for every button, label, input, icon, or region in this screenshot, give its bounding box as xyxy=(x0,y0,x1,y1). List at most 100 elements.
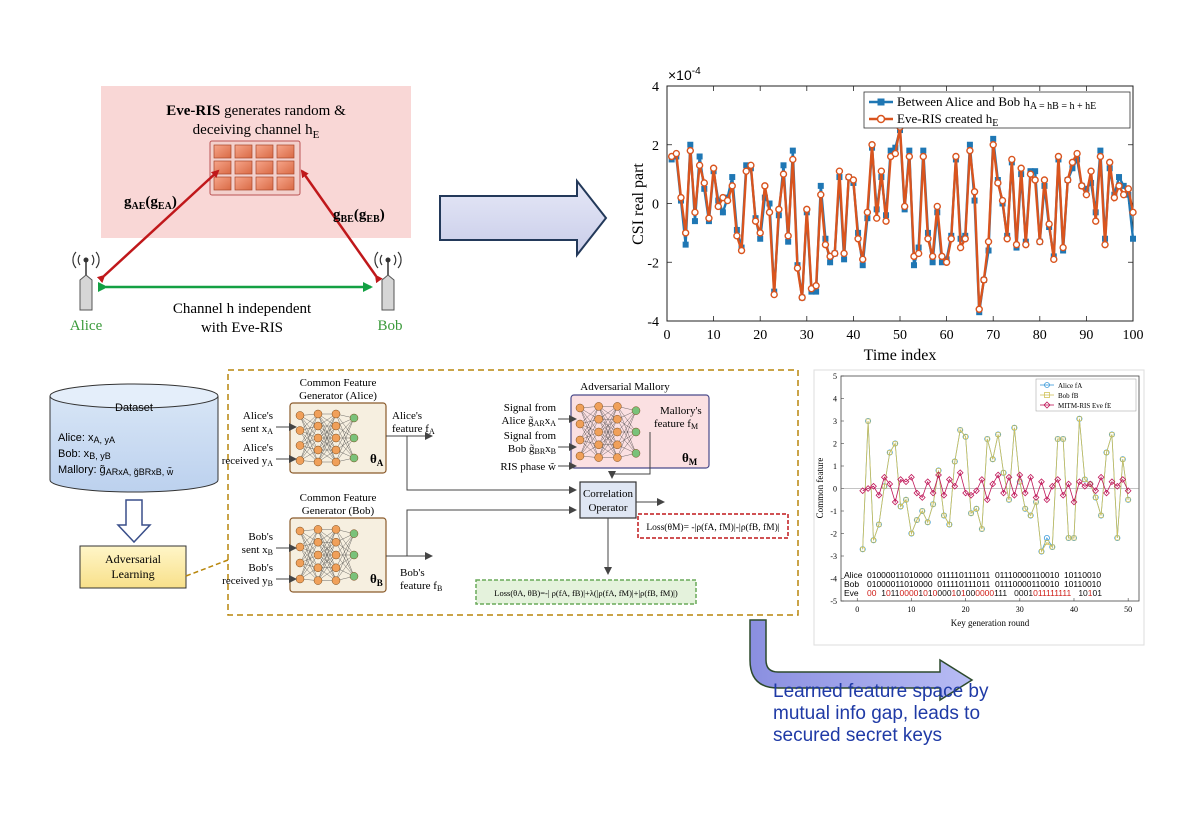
csi-y-axis-label: CSI real part xyxy=(630,163,647,245)
loss-mallory: Loss(θM)= -|ρ(fA, fM)|-|ρ(fB, fM)| xyxy=(646,522,779,533)
nn-node xyxy=(331,457,341,467)
ris-element xyxy=(255,160,274,175)
alice-eve-link xyxy=(96,169,220,284)
nn-node xyxy=(349,572,359,581)
key-point-eve xyxy=(913,489,921,497)
key-point-bob xyxy=(914,517,920,523)
key-point-bob xyxy=(903,497,909,503)
key-point-eve xyxy=(1097,473,1105,481)
csi-point-eve xyxy=(709,164,718,172)
key-point-eve xyxy=(902,478,910,486)
nn-node xyxy=(594,440,603,450)
key-legend: Alice fA Bob fB MITM-RIS Eve fE xyxy=(1035,378,1137,412)
key-point-eve xyxy=(1054,476,1062,483)
mallory-network-icon xyxy=(575,402,641,462)
nn-node xyxy=(349,550,359,560)
csi-point-eve xyxy=(723,196,732,205)
key-point-alice xyxy=(908,530,915,537)
key-y-tick: -1 xyxy=(830,507,837,516)
key-chart: Common feature Key generation round 5432… xyxy=(813,369,1145,646)
csi-legend: Between Alice and Bob hA = hB = h + hE E… xyxy=(863,91,1131,129)
key-point-eve xyxy=(1081,482,1089,490)
alice-sent-label: Alice's xyxy=(243,410,273,422)
csi-point-eve xyxy=(1115,182,1123,190)
key-point-alice xyxy=(989,456,996,463)
ris-element xyxy=(276,144,295,159)
csi-point-eve xyxy=(1119,190,1128,199)
csi-x-tick: 80 xyxy=(1033,328,1047,343)
nn-node xyxy=(313,433,323,443)
loss-mallory-box xyxy=(637,513,789,539)
bob-sent-label: Bob's xyxy=(248,531,273,543)
nn-node xyxy=(295,456,305,465)
key-y-tick: -4 xyxy=(830,575,837,584)
nn-node xyxy=(295,426,305,435)
key-point-bob xyxy=(892,441,898,446)
csi-legend-series-2: Eve-RIS created hE xyxy=(897,111,998,129)
nn-node xyxy=(295,558,305,568)
key-point-bob xyxy=(1060,436,1066,442)
key-bob-label: Bob xyxy=(844,579,859,589)
key-eve-label: Eve xyxy=(844,588,859,598)
csi-point-eve xyxy=(765,208,774,217)
dataset-alice: Alice: xA, yA xyxy=(58,432,115,445)
csi-x-tick: 90 xyxy=(1079,328,1093,343)
ris-element xyxy=(213,144,232,159)
adversarial-learning-label: Adversarial xyxy=(105,552,162,566)
csi-point-eve xyxy=(942,258,951,266)
csi-exponent-label: ×10-4 xyxy=(668,66,701,83)
key-point-eve xyxy=(918,494,926,501)
key-point-bob xyxy=(1001,470,1006,476)
key-point-bob xyxy=(1077,416,1082,422)
nn-node xyxy=(331,445,341,455)
csi-point-eve xyxy=(994,179,1002,187)
csi-point-eve xyxy=(956,243,965,252)
key-point-eve xyxy=(956,469,964,477)
csi-point-eve xyxy=(775,205,783,214)
csi-point-eve xyxy=(984,237,993,246)
csi-x-tick: 70 xyxy=(986,328,1000,343)
key-point-eve xyxy=(1070,498,1078,506)
adversarial-learning-box xyxy=(79,545,187,589)
csi-point-alice-bob xyxy=(780,162,787,169)
csi-point-eve xyxy=(1003,235,1011,243)
csi-point-eve xyxy=(1068,158,1077,167)
key-point-eve xyxy=(875,491,883,499)
csi-y-tick: -2 xyxy=(647,256,659,271)
csi-point-alice-bob xyxy=(687,141,694,148)
csi-point-eve xyxy=(1092,217,1100,225)
key-point-bob xyxy=(871,537,876,543)
key-point-bob xyxy=(1082,477,1088,482)
correlation-operator-box xyxy=(579,481,637,519)
key-point-eve xyxy=(989,480,997,488)
csi-point-eve xyxy=(714,202,722,211)
alice-generator-title: Common Feature xyxy=(300,377,377,389)
key-point-bob xyxy=(1049,544,1055,550)
csi-point-alice-bob xyxy=(938,259,945,266)
csi-point-eve xyxy=(691,208,699,217)
nn-node xyxy=(631,449,641,458)
csi-point-eve xyxy=(737,246,746,255)
key-point-bob xyxy=(968,510,974,516)
nn-node xyxy=(295,526,305,536)
key-point-eve xyxy=(1076,478,1083,486)
csi-x-tick: 60 xyxy=(940,328,954,343)
key-point-alice xyxy=(919,507,926,514)
csi-legend-series-1: Between Alice and Bob hA = hB = h + hE xyxy=(897,94,1096,112)
nn-node xyxy=(594,427,603,437)
key-point-bob xyxy=(1109,432,1115,437)
nn-node xyxy=(331,525,341,534)
csi-point-eve xyxy=(1110,193,1119,202)
csi-point-alice-bob xyxy=(841,256,848,263)
bob-received-label-2: received yB xyxy=(222,575,273,588)
ris-phase-label: RIS phase w̃ xyxy=(500,461,556,473)
key-series-eve xyxy=(862,471,1129,504)
csi-point-alice-bob xyxy=(696,153,703,160)
key-point-eve xyxy=(1048,482,1056,490)
key-point-alice xyxy=(924,519,931,526)
csi-point-eve xyxy=(849,176,858,184)
key-point-bob xyxy=(865,418,871,424)
csi-point-alice-bob xyxy=(827,259,834,266)
key-point-eve xyxy=(1027,473,1035,481)
alice-sent-label-2: sent xA xyxy=(241,423,273,436)
